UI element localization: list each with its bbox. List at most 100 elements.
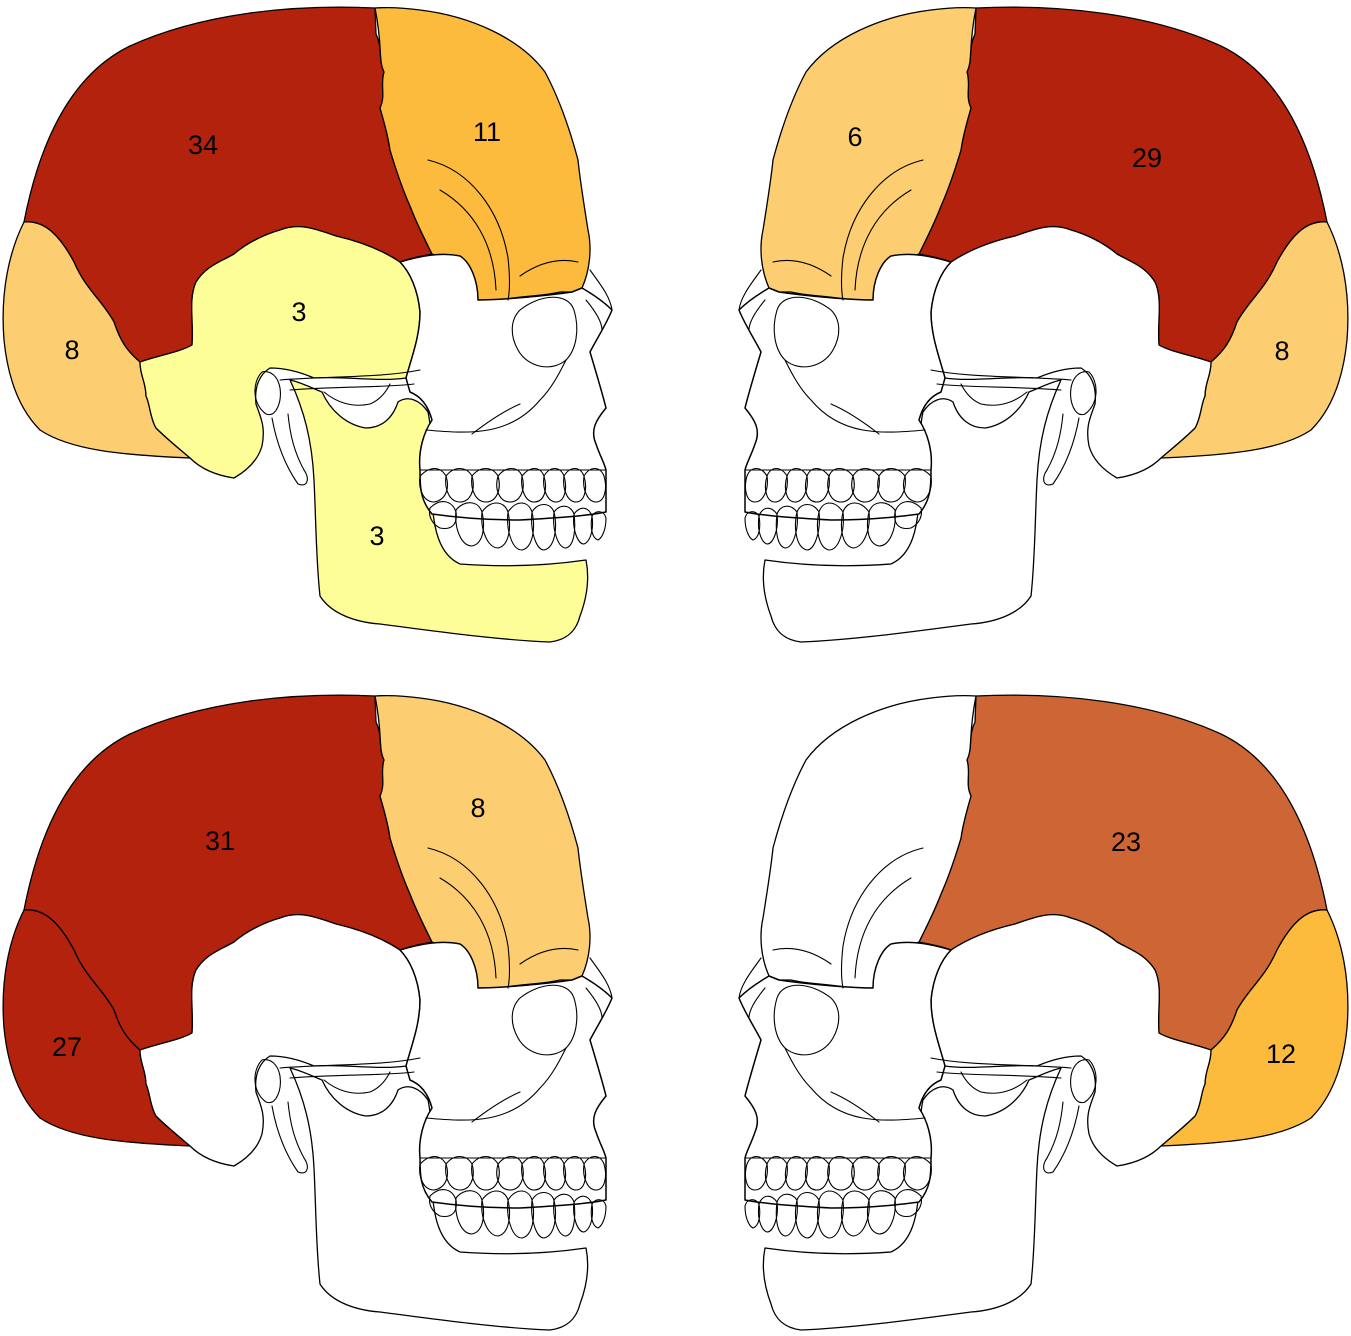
- bottom-left-contour-line: [573, 1195, 594, 1233]
- label-tl-temporal: 3: [291, 297, 306, 327]
- top-right-contour-line: [744, 511, 761, 541]
- bottom-right-contour-line: [930, 1057, 1072, 1069]
- bottom-right-contour-line: [851, 1155, 880, 1191]
- top-right-contour-line: [960, 383, 1028, 406]
- bottom-left-contour-line: [427, 847, 511, 989]
- top-left-contour-line: [481, 502, 511, 549]
- top-left-contour-line: [471, 467, 500, 503]
- bottom-right-contour-line: [936, 1071, 1062, 1079]
- top-right-contour-line: [930, 369, 1072, 381]
- skull-top-right: [738, 6, 1349, 643]
- top-left-contour-line: [496, 467, 524, 503]
- bottom-left-contour-line: [553, 1193, 576, 1237]
- bottom-left-contour-line: [531, 1191, 557, 1239]
- top-left-contour-line: [507, 502, 535, 551]
- bottom-left-contour-line: [445, 1155, 474, 1191]
- label-bl-frontal: 8: [470, 793, 485, 823]
- bottom-left-contour-line: [583, 1155, 607, 1191]
- top-right-temporal-bone: [930, 226, 1212, 479]
- label-br-occipital: 12: [1266, 1039, 1296, 1069]
- bottom-left-temporal-bone: [139, 914, 421, 1167]
- top-right-face: [738, 253, 952, 521]
- bottom-right-contour-line: [772, 947, 832, 965]
- bottom-left-contour-line: [279, 1057, 421, 1069]
- bottom-right-contour-line: [757, 1195, 778, 1233]
- top-left-contour-line: [553, 505, 576, 549]
- top-left-contour-line: [583, 467, 607, 503]
- bottom-left-contour-line: [507, 1190, 535, 1239]
- top-right-contour-line: [804, 467, 830, 503]
- bottom-right-face: [738, 941, 952, 1209]
- bottom-right-contour-line: [744, 1155, 768, 1191]
- top-left-contour-line: [455, 502, 485, 547]
- top-left-temporal-bone: [139, 226, 421, 479]
- bottom-left-contour-line: [543, 1155, 567, 1191]
- top-right-contour-line: [1070, 371, 1097, 416]
- bottom-right-contour-line: [1070, 1059, 1097, 1104]
- skull-bottom-left: [2, 694, 613, 1331]
- top-right-contour-line: [764, 467, 788, 503]
- top-right-contour-line: [744, 467, 768, 503]
- skull-bottom-right: [738, 694, 1349, 1331]
- bottom-left-contour-line: [455, 1190, 485, 1235]
- label-bl-occipital: 27: [52, 1032, 82, 1062]
- bottom-right-contour-line: [877, 1155, 906, 1191]
- label-tr-occipital: 8: [1274, 336, 1289, 366]
- top-left-contour-line: [471, 403, 521, 435]
- bottom-right-mandible-bone: [762, 1067, 1062, 1331]
- top-left-contour-line: [419, 467, 449, 503]
- bottom-right-contour-line: [794, 1191, 820, 1239]
- bottom-right-contour-line: [764, 1155, 788, 1191]
- top-left-contour-line: [439, 189, 497, 291]
- region-labels: 34 11 8 3 3 6 29 8 31 8 27 23 12: [52, 117, 1296, 1069]
- top-left-contour-line: [271, 413, 308, 486]
- bottom-right-contour-line: [866, 1190, 896, 1235]
- top-left-contour-line: [585, 299, 603, 331]
- bottom-left-contour-line: [271, 1101, 308, 1174]
- bottom-left-contour-line: [585, 987, 603, 1019]
- bottom-right-contour-line: [738, 957, 762, 999]
- bottom-left-contour-line: [419, 1155, 449, 1191]
- top-right-contour-line: [794, 503, 820, 551]
- top-right-contour-line: [851, 467, 880, 503]
- top-left-contour-line: [531, 503, 557, 551]
- label-tl-parietal: 34: [188, 130, 218, 160]
- top-left-contour-line: [289, 383, 415, 391]
- top-right-contour-line: [816, 502, 844, 551]
- top-left-contour-line: [543, 467, 567, 503]
- top-right-contour-line: [840, 159, 924, 301]
- bottom-left-contour-line: [471, 1091, 521, 1123]
- top-left-contour-line: [519, 259, 579, 277]
- top-right-mandible-bone: [762, 379, 1062, 643]
- bottom-right-contour-line: [854, 877, 912, 979]
- top-left-contour-line: [563, 467, 587, 503]
- label-tl-mandible: 3: [369, 521, 384, 551]
- top-right-contour-line: [936, 383, 1062, 391]
- top-left-contour-line: [425, 359, 567, 433]
- bottom-right-contour-line: [902, 1155, 932, 1191]
- top-right-contour-line: [748, 299, 766, 331]
- bottom-left-contour-line: [563, 1155, 587, 1191]
- bottom-right-contour-line: [840, 1190, 870, 1237]
- bottom-left-contour-line: [481, 1190, 511, 1237]
- top-left-contour-line: [445, 467, 474, 503]
- bottom-left-contour-line: [425, 1047, 567, 1121]
- bottom-left-contour-line: [519, 947, 579, 965]
- bottom-right-contour-line: [840, 847, 924, 989]
- bottom-left-contour-line: [521, 1155, 547, 1191]
- label-tl-frontal: 11: [473, 117, 501, 147]
- top-right-contour-line: [877, 467, 906, 503]
- bottom-left-contour-line: [439, 877, 497, 979]
- bottom-left-mandible-bone: [289, 1067, 589, 1331]
- bottom-left-contour-line: [289, 1071, 415, 1079]
- bottom-right-contour-line: [748, 987, 766, 1019]
- bottom-right-contour-line: [1043, 1101, 1080, 1174]
- top-right-contour-line: [866, 502, 896, 547]
- top-right-contour-line: [738, 269, 762, 311]
- label-tr-parietal: 29: [1132, 143, 1162, 173]
- skull-top-left: [2, 6, 613, 643]
- top-left-contour-line: [279, 369, 421, 381]
- bottom-right-contour-line: [830, 1091, 880, 1123]
- bottom-left-contour-line: [323, 1071, 391, 1094]
